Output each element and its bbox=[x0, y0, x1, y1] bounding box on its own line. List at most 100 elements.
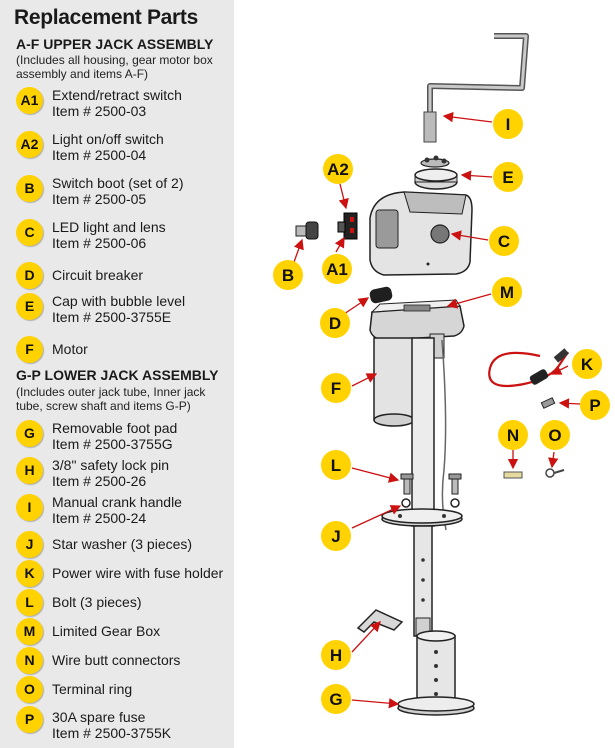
part-code-badge: D bbox=[16, 262, 43, 289]
part-description: Circuit breaker bbox=[52, 267, 232, 283]
parts-list-panel: Replacement Parts A-F UPPER JACK ASSEMBL… bbox=[0, 0, 234, 748]
callout-a1: A1 bbox=[322, 254, 352, 284]
part-item-number: Item # 2500-06 bbox=[52, 235, 147, 251]
upper-assembly-heading: A-F UPPER JACK ASSEMBLY bbox=[16, 36, 214, 52]
callout-m: M bbox=[492, 277, 522, 307]
part-item-number: Item # 2500-04 bbox=[52, 147, 147, 163]
part-item-number: Item # 2500-3755K bbox=[52, 725, 172, 741]
part-description: LED light and lens Item # 2500-06 bbox=[52, 219, 232, 251]
part-name: LED light and lens bbox=[52, 219, 166, 235]
bolts-and-washers-part bbox=[400, 473, 462, 508]
part-description: Terminal ring bbox=[52, 681, 232, 697]
crank-handle-part bbox=[423, 33, 529, 143]
callout-label: C bbox=[498, 232, 510, 251]
part-description: Cap with bubble level Item # 2500-3755E bbox=[52, 293, 232, 325]
part-code-badge: A2 bbox=[16, 131, 43, 158]
part-code-badge: N bbox=[16, 647, 43, 674]
callout-j: J bbox=[321, 521, 351, 551]
part-code-badge: H bbox=[16, 457, 43, 484]
inner-jack-tube-part bbox=[413, 525, 433, 637]
part-name: Limited Gear Box bbox=[52, 623, 161, 639]
leader-arrow-d bbox=[343, 297, 370, 315]
part-code-badge: I bbox=[16, 494, 43, 521]
part-code-badge: B bbox=[16, 175, 43, 202]
leader-arrow-h bbox=[351, 621, 381, 653]
callout-label: N bbox=[507, 426, 519, 445]
callout-d: D bbox=[320, 308, 350, 338]
power-wire-part bbox=[488, 348, 569, 388]
motor-housing-cover-part bbox=[369, 191, 473, 276]
circuit-breaker-part bbox=[369, 286, 393, 304]
spare-fuse-part bbox=[540, 397, 556, 409]
part-code-badge: J bbox=[16, 531, 43, 558]
foot-pad-part bbox=[397, 630, 475, 716]
part-description: Removable foot pad Item # 2500-3755G bbox=[52, 420, 232, 452]
switch-boot-part bbox=[295, 221, 319, 240]
part-description: Extend/retract switch Item # 2500-03 bbox=[52, 87, 232, 119]
part-item-number: Item # 2500-24 bbox=[52, 510, 147, 526]
leader-arrow-m bbox=[446, 293, 492, 309]
part-name: Cap with bubble level bbox=[52, 293, 186, 309]
part-code-badge: M bbox=[16, 618, 43, 645]
callout-label: A2 bbox=[327, 160, 349, 179]
callout-f: F bbox=[321, 373, 351, 403]
part-item-number: Item # 2500-26 bbox=[52, 473, 147, 489]
leader-arrow-j bbox=[351, 505, 402, 529]
callout-label: K bbox=[581, 355, 594, 374]
callout-n: N bbox=[498, 420, 528, 450]
part-item-number: Item # 2500-3755E bbox=[52, 309, 172, 325]
part-description: Light on/off switch Item # 2500-04 bbox=[52, 131, 232, 163]
leader-arrow-l bbox=[351, 467, 400, 483]
part-description: Manual crank handle Item # 2500-24 bbox=[52, 494, 232, 526]
callout-label: M bbox=[500, 283, 514, 302]
part-name: Removable foot pad bbox=[52, 420, 178, 436]
leader-arrow-k bbox=[550, 365, 569, 375]
lower-assembly-note: (Includes outer jack tube, Inner jack tu… bbox=[16, 385, 206, 413]
part-name: Light on/off switch bbox=[52, 131, 164, 147]
part-item-number: Item # 2500-3755G bbox=[52, 436, 173, 452]
callout-k: K bbox=[572, 349, 602, 379]
part-description: Wire butt connectors bbox=[52, 652, 232, 668]
leader-arrows bbox=[293, 111, 581, 709]
callout-label: O bbox=[548, 426, 561, 445]
part-code-badge: K bbox=[16, 560, 43, 587]
leader-arrow-p bbox=[558, 398, 581, 409]
leader-arrow-i bbox=[442, 111, 493, 123]
part-name: Wire butt connectors bbox=[52, 652, 181, 668]
part-name: 30A spare fuse bbox=[52, 709, 146, 725]
callout-c: C bbox=[489, 226, 519, 256]
part-code-badge: O bbox=[16, 676, 43, 703]
part-code-badge: C bbox=[16, 219, 43, 246]
part-code-badge: G bbox=[16, 420, 43, 447]
part-description: Motor bbox=[52, 341, 232, 357]
butt-connectors-part bbox=[503, 471, 523, 479]
part-name: Manual crank handle bbox=[52, 494, 182, 510]
part-description: 30A spare fuse Item # 2500-3755K bbox=[52, 709, 232, 741]
callout-l: L bbox=[321, 450, 351, 480]
leader-arrow-e bbox=[460, 170, 493, 181]
part-name: Extend/retract switch bbox=[52, 87, 182, 103]
callout-h: H bbox=[321, 640, 351, 670]
terminal-ring-part bbox=[545, 468, 565, 478]
leader-arrow-a2 bbox=[338, 183, 349, 210]
part-description: 3/8" safety lock pin Item # 2500-26 bbox=[52, 457, 232, 489]
cap-with-bubble-level-part bbox=[414, 155, 458, 190]
callout-label: H bbox=[330, 646, 342, 665]
gear-box-part bbox=[369, 299, 465, 359]
callout-label: B bbox=[282, 266, 294, 285]
safety-lock-pin-part bbox=[356, 609, 404, 633]
part-name: Power wire with fuse holder bbox=[52, 565, 224, 581]
leader-arrow-g bbox=[351, 698, 400, 709]
panel-title: Replacement Parts bbox=[14, 6, 198, 29]
upper-assembly-note: (Includes all housing, gear motor box as… bbox=[16, 53, 213, 81]
callout-label: D bbox=[329, 314, 341, 333]
switches-part bbox=[337, 212, 358, 240]
callout-g: G bbox=[321, 684, 351, 714]
callout-label: E bbox=[502, 168, 513, 187]
callout-e: E bbox=[493, 162, 523, 192]
callout-b: B bbox=[273, 260, 303, 290]
part-description: Bolt (3 pieces) bbox=[52, 594, 232, 610]
part-name: 3/8" safety lock pin bbox=[52, 457, 170, 473]
callout-label: F bbox=[331, 379, 341, 398]
callout-a2: A2 bbox=[323, 154, 353, 184]
